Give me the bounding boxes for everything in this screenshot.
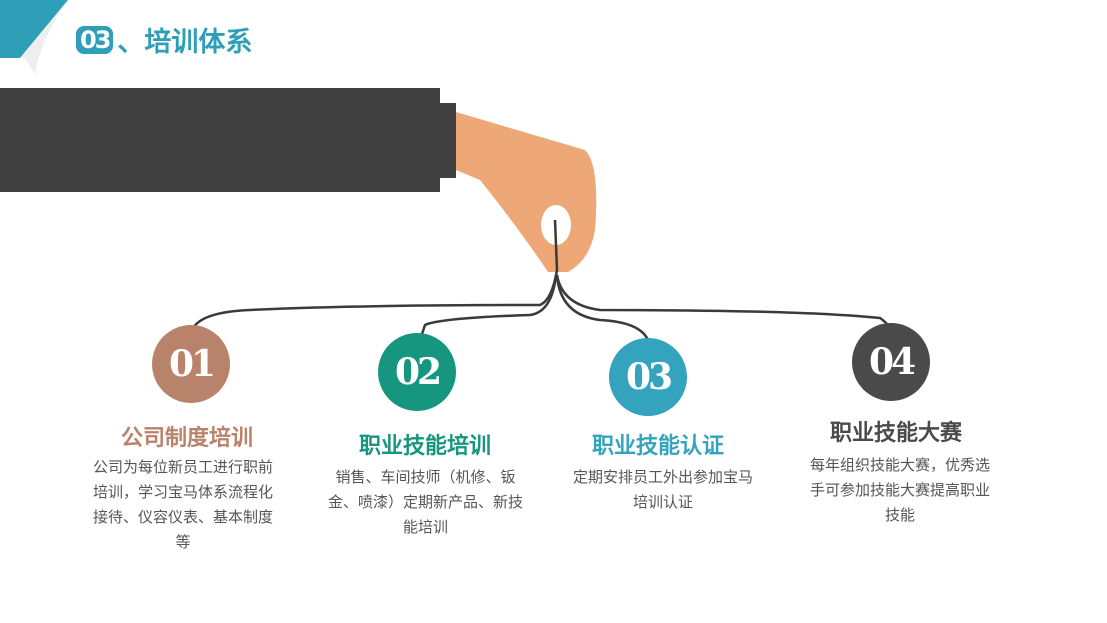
title-text: 培训体系	[144, 27, 253, 58]
sleeve	[0, 88, 440, 192]
step-04-badge: 04	[852, 323, 930, 401]
step-04-desc: 每年组织技能大赛，优秀选手可参加技能大赛提高职业技能	[809, 456, 990, 524]
strings	[190, 219, 892, 341]
cuff	[438, 103, 456, 178]
corner-fold	[0, 0, 68, 58]
step-01-badge: 01	[152, 325, 230, 403]
step-02-badge: 02	[378, 333, 456, 411]
separator: 、	[117, 27, 145, 58]
section-number: 03	[76, 25, 114, 54]
page-curl	[20, 0, 68, 75]
step-01-desc: 公司为每位新员工进行职前培训，学习宝马体系流程化接待、仪容仪表、基本制度等	[92, 458, 273, 551]
step-02-desc: 销售、车间技师（机修、钣金、喷漆）定期新产品、新技能培训	[328, 468, 524, 536]
step-01-title: 公司制度培训	[120, 426, 253, 451]
step-03-badge: 03	[609, 338, 687, 416]
step-03-desc: 定期安排员工外出参加宝马培训认证	[572, 468, 753, 511]
step-03-title: 职业技能认证	[591, 434, 724, 459]
page-title: 03 、 培训体系	[76, 20, 252, 59]
step-04-title: 职业技能大赛	[829, 421, 962, 446]
step-02-title: 职业技能培训	[358, 434, 491, 459]
hand	[456, 112, 597, 272]
